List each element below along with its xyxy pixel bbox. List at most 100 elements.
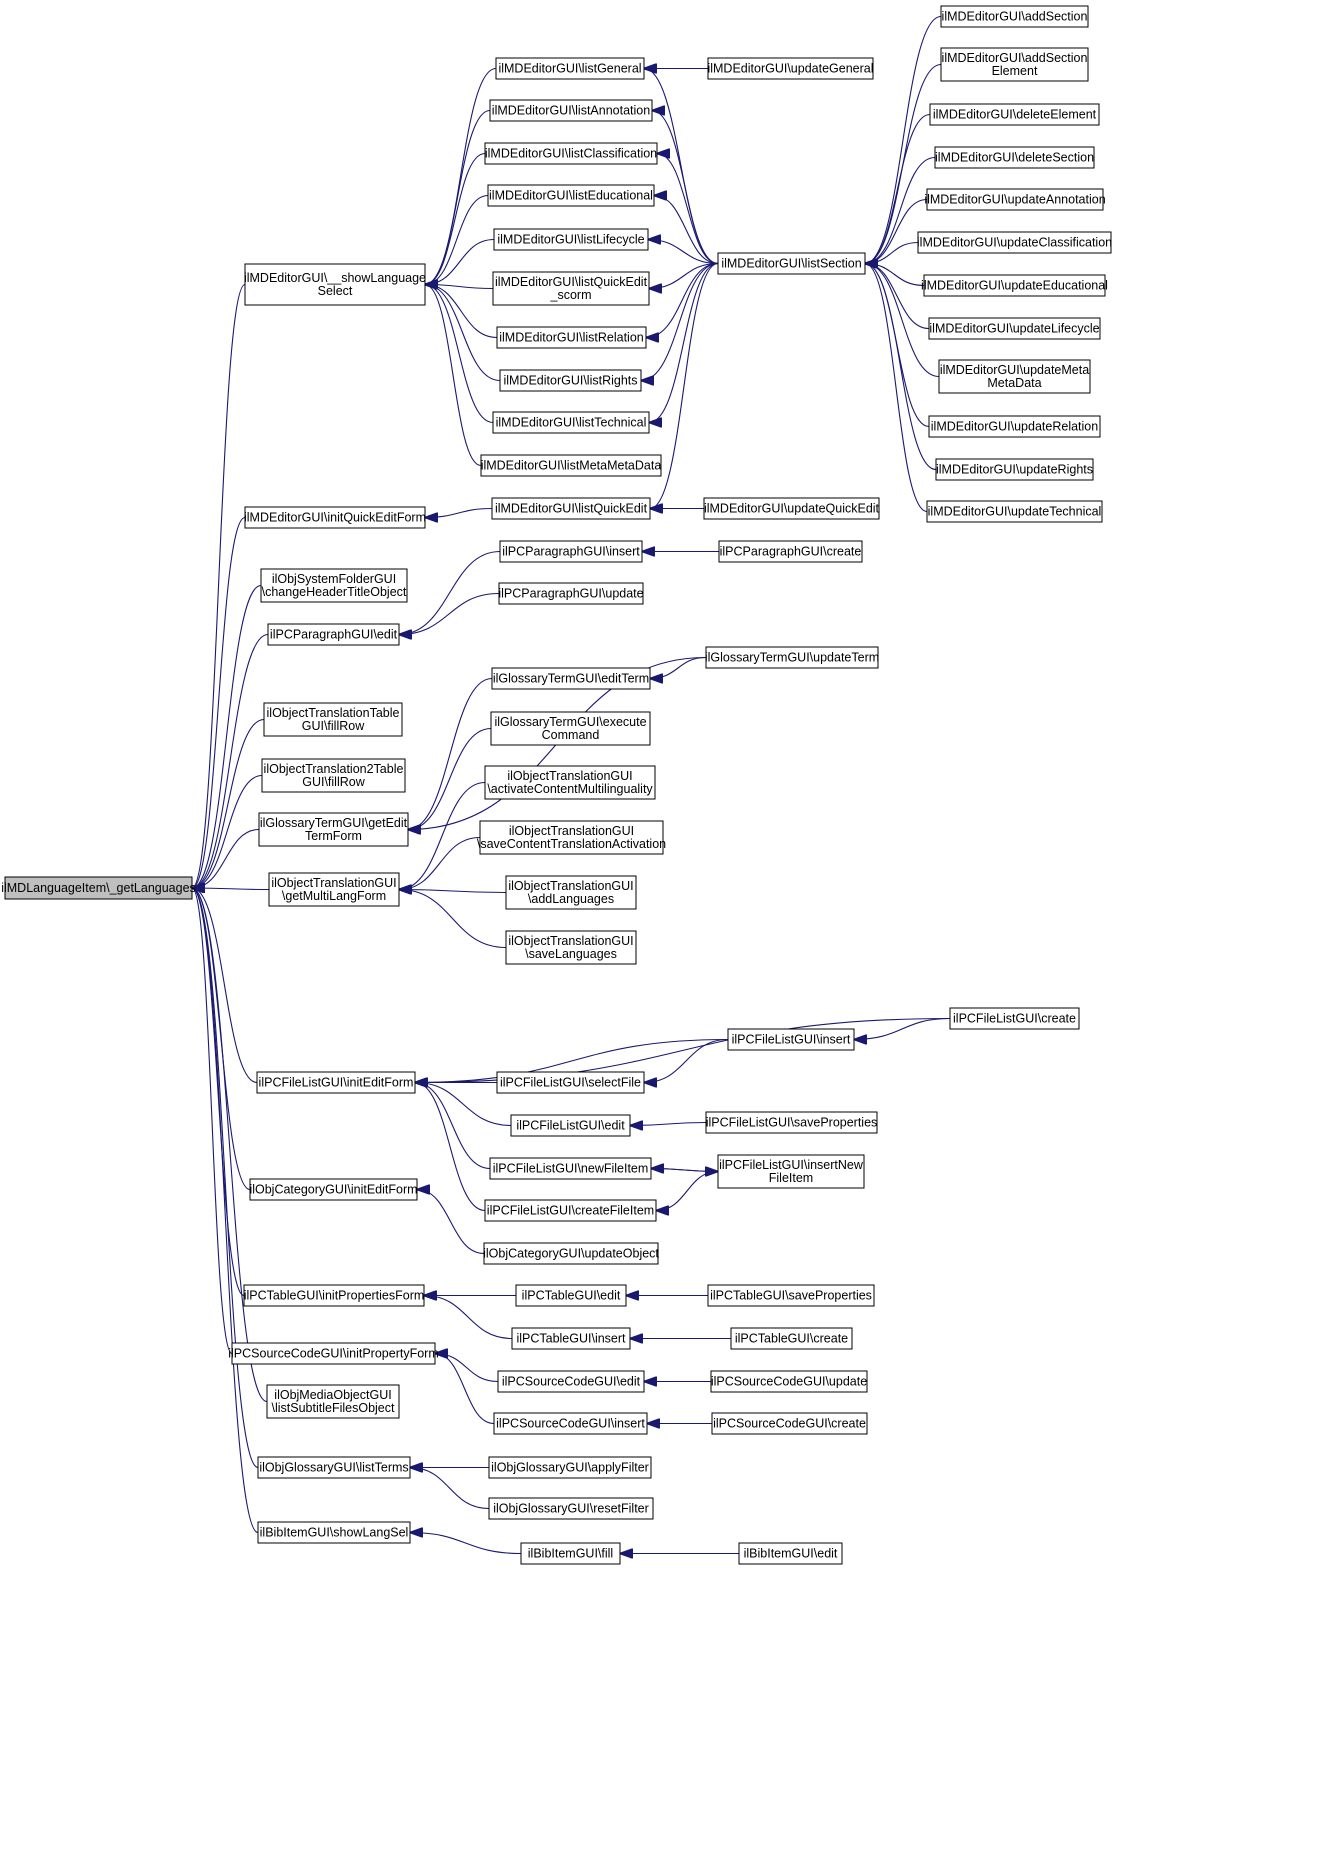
node-box[interactable] <box>483 1242 659 1265</box>
node-updateEducational[interactable]: ilMDEditorGUI\updateEducational <box>921 274 1108 297</box>
node-listSection[interactable]: ilMDEditorGUI\listSection <box>717 252 866 275</box>
node-objMediaList[interactable]: ilObjMediaObjectGUI\listSubtitleFilesObj… <box>266 1384 400 1419</box>
node-objTransSaveAct[interactable]: ilObjectTranslationGUI\saveContentTransl… <box>477 820 666 855</box>
node-pcFileNewItem[interactable]: ilPCFileListGUI\newFileItem <box>489 1157 652 1180</box>
node-pcTableInsert[interactable]: ilPCTableGUI\insert <box>511 1327 631 1350</box>
node-bibEdit[interactable]: ilBibItemGUI\edit <box>738 1542 843 1565</box>
node-box[interactable] <box>940 47 1089 82</box>
node-listQuickEdit[interactable]: ilMDEditorGUI\listQuickEdit <box>491 497 651 520</box>
node-box[interactable] <box>493 228 649 251</box>
node-updateClassification[interactable]: ilMDEditorGUI\updateClassification <box>917 231 1112 254</box>
node-box[interactable] <box>718 540 863 563</box>
node-box[interactable] <box>488 1456 652 1479</box>
node-box[interactable] <box>490 711 651 746</box>
node-root[interactable]: ilMDLanguageItem\_getLanguages <box>1 876 196 900</box>
node-updateAnnotation[interactable]: ilMDEditorGUI\updateAnnotation <box>924 188 1106 211</box>
node-box[interactable] <box>520 1542 621 1565</box>
node-pcSourceEdit[interactable]: ilPCSourceCodeGUI\edit <box>497 1370 645 1393</box>
node-box[interactable] <box>484 765 656 800</box>
node-box[interactable] <box>940 5 1089 28</box>
node-bibFill[interactable]: ilBibItemGUI\fill <box>520 1542 621 1565</box>
node-pcFileEdit[interactable]: ilPCFileListGUI\edit <box>510 1114 631 1137</box>
node-box[interactable] <box>707 57 874 80</box>
node-box[interactable] <box>263 702 403 737</box>
node-pcParaEdit[interactable]: ilPCParagraphGUI\edit <box>267 623 400 646</box>
node-updateRights[interactable]: ilMDEditorGUI\updateRights <box>935 458 1094 481</box>
node-box[interactable] <box>489 99 653 122</box>
node-box[interactable] <box>926 500 1103 523</box>
node-listRights[interactable]: ilMDEditorGUI\listRights <box>499 369 642 392</box>
node-box[interactable] <box>256 1071 416 1094</box>
node-pcFileCreateItem[interactable]: ilPCFileListGUI\createFileItem <box>484 1199 657 1222</box>
node-box[interactable] <box>268 872 400 907</box>
node-box[interactable] <box>730 1327 853 1350</box>
node-box[interactable] <box>510 1114 631 1137</box>
node-pcTableCreate[interactable]: ilPCTableGUI\create <box>730 1327 853 1350</box>
node-box[interactable] <box>484 1199 657 1222</box>
node-objGlossApply[interactable]: ilObjGlossaryGUI\applyFilter <box>488 1456 652 1479</box>
node-box[interactable] <box>705 1111 878 1134</box>
node-glossUpdateTerm[interactable]: ilGlossaryTermGUI\updateTerm <box>705 646 879 669</box>
node-box[interactable] <box>487 184 655 207</box>
node-box[interactable] <box>492 411 650 434</box>
node-box[interactable] <box>496 1071 645 1094</box>
node-pcSourceCreate[interactable]: ilPCSourceCodeGUI\create <box>711 1412 868 1435</box>
node-box[interactable] <box>497 1370 645 1393</box>
node-pcParaCreate[interactable]: ilPCParagraphGUI\create <box>718 540 863 563</box>
node-box[interactable] <box>260 568 408 603</box>
node-box[interactable] <box>480 454 662 477</box>
node-box[interactable] <box>257 1521 411 1544</box>
node-objTransActivate[interactable]: ilObjectTranslationGUI\activateContentMu… <box>484 765 656 800</box>
node-pcParaUpdate[interactable]: ilPCParagraphGUI\update <box>498 582 644 605</box>
node-box[interactable] <box>244 506 426 529</box>
node-initQuick[interactable]: ilMDEditorGUI\initQuickEditForm <box>244 506 426 529</box>
node-listLifecycle[interactable]: ilMDEditorGUI\listLifecycle <box>493 228 649 251</box>
node-pcTableEdit[interactable]: ilPCTableGUI\edit <box>515 1284 627 1307</box>
node-box[interactable] <box>710 1370 868 1393</box>
node-pcTableSaveProps[interactable]: ilPCTableGUI\saveProperties <box>707 1284 875 1307</box>
node-box[interactable] <box>267 623 400 646</box>
node-box[interactable] <box>492 271 650 306</box>
node-pcFileSelect[interactable]: ilPCFileListGUI\selectFile <box>496 1071 645 1094</box>
node-box[interactable] <box>266 1384 400 1419</box>
node-box[interactable] <box>496 326 647 349</box>
node-box[interactable] <box>511 1327 631 1350</box>
node-deleteSection[interactable]: ilMDEditorGUI\deleteSection <box>934 146 1095 169</box>
node-box[interactable] <box>495 57 645 80</box>
node-box[interactable] <box>711 1412 868 1435</box>
node-objTransMulti[interactable]: ilObjectTranslationGUI\getMultiLangForm <box>268 872 400 907</box>
node-box[interactable] <box>515 1284 627 1307</box>
node-objTransSaveLang[interactable]: ilObjectTranslationGUI\saveLanguages <box>505 930 637 965</box>
node-box[interactable] <box>738 1542 843 1565</box>
node-box[interactable] <box>928 317 1101 340</box>
node-box[interactable] <box>499 369 642 392</box>
node-box[interactable] <box>938 359 1091 394</box>
node-pcParaInsert[interactable]: ilPCParagraphGUI\insert <box>499 540 643 563</box>
node-box[interactable] <box>505 930 637 965</box>
node-pcSourceInit[interactable]: ilPCSourceCodeGUI\initPropertyForm <box>228 1342 439 1365</box>
node-box[interactable] <box>505 875 637 910</box>
node-box[interactable] <box>489 1157 652 1180</box>
node-box[interactable] <box>499 540 643 563</box>
node-glossEditTerm[interactable]: ilGlossaryTermGUI\editTerm <box>491 667 651 690</box>
node-deleteElement[interactable]: ilMDEditorGUI\deleteElement <box>929 103 1100 126</box>
node-box[interactable] <box>707 1284 875 1307</box>
node-updateQuickEdit[interactable]: ilMDEditorGUI\updateQuickEdit <box>703 497 880 520</box>
node-objGlossList[interactable]: ilObjGlossaryGUI\listTerms <box>257 1456 411 1479</box>
node-updateLifecycle[interactable]: ilMDEditorGUI\updateLifecycle <box>928 317 1101 340</box>
node-updateGeneral[interactable]: ilMDEditorGUI\updateGeneral <box>707 57 874 80</box>
node-box[interactable] <box>244 263 426 306</box>
node-box[interactable] <box>491 667 651 690</box>
node-listQuickScorm[interactable]: ilMDEditorGUI\listQuickEdit_scorm <box>492 271 650 306</box>
node-box[interactable] <box>717 1154 865 1189</box>
node-box[interactable] <box>479 820 664 855</box>
node-pcFileCreate[interactable]: ilPCFileListGUI\create <box>949 1007 1080 1030</box>
node-listClassification[interactable]: ilMDEditorGUI\listClassification <box>484 142 658 165</box>
node-objTransAddLang[interactable]: ilObjectTranslationGUI\addLanguages <box>505 875 637 910</box>
node-box[interactable] <box>488 1497 654 1520</box>
